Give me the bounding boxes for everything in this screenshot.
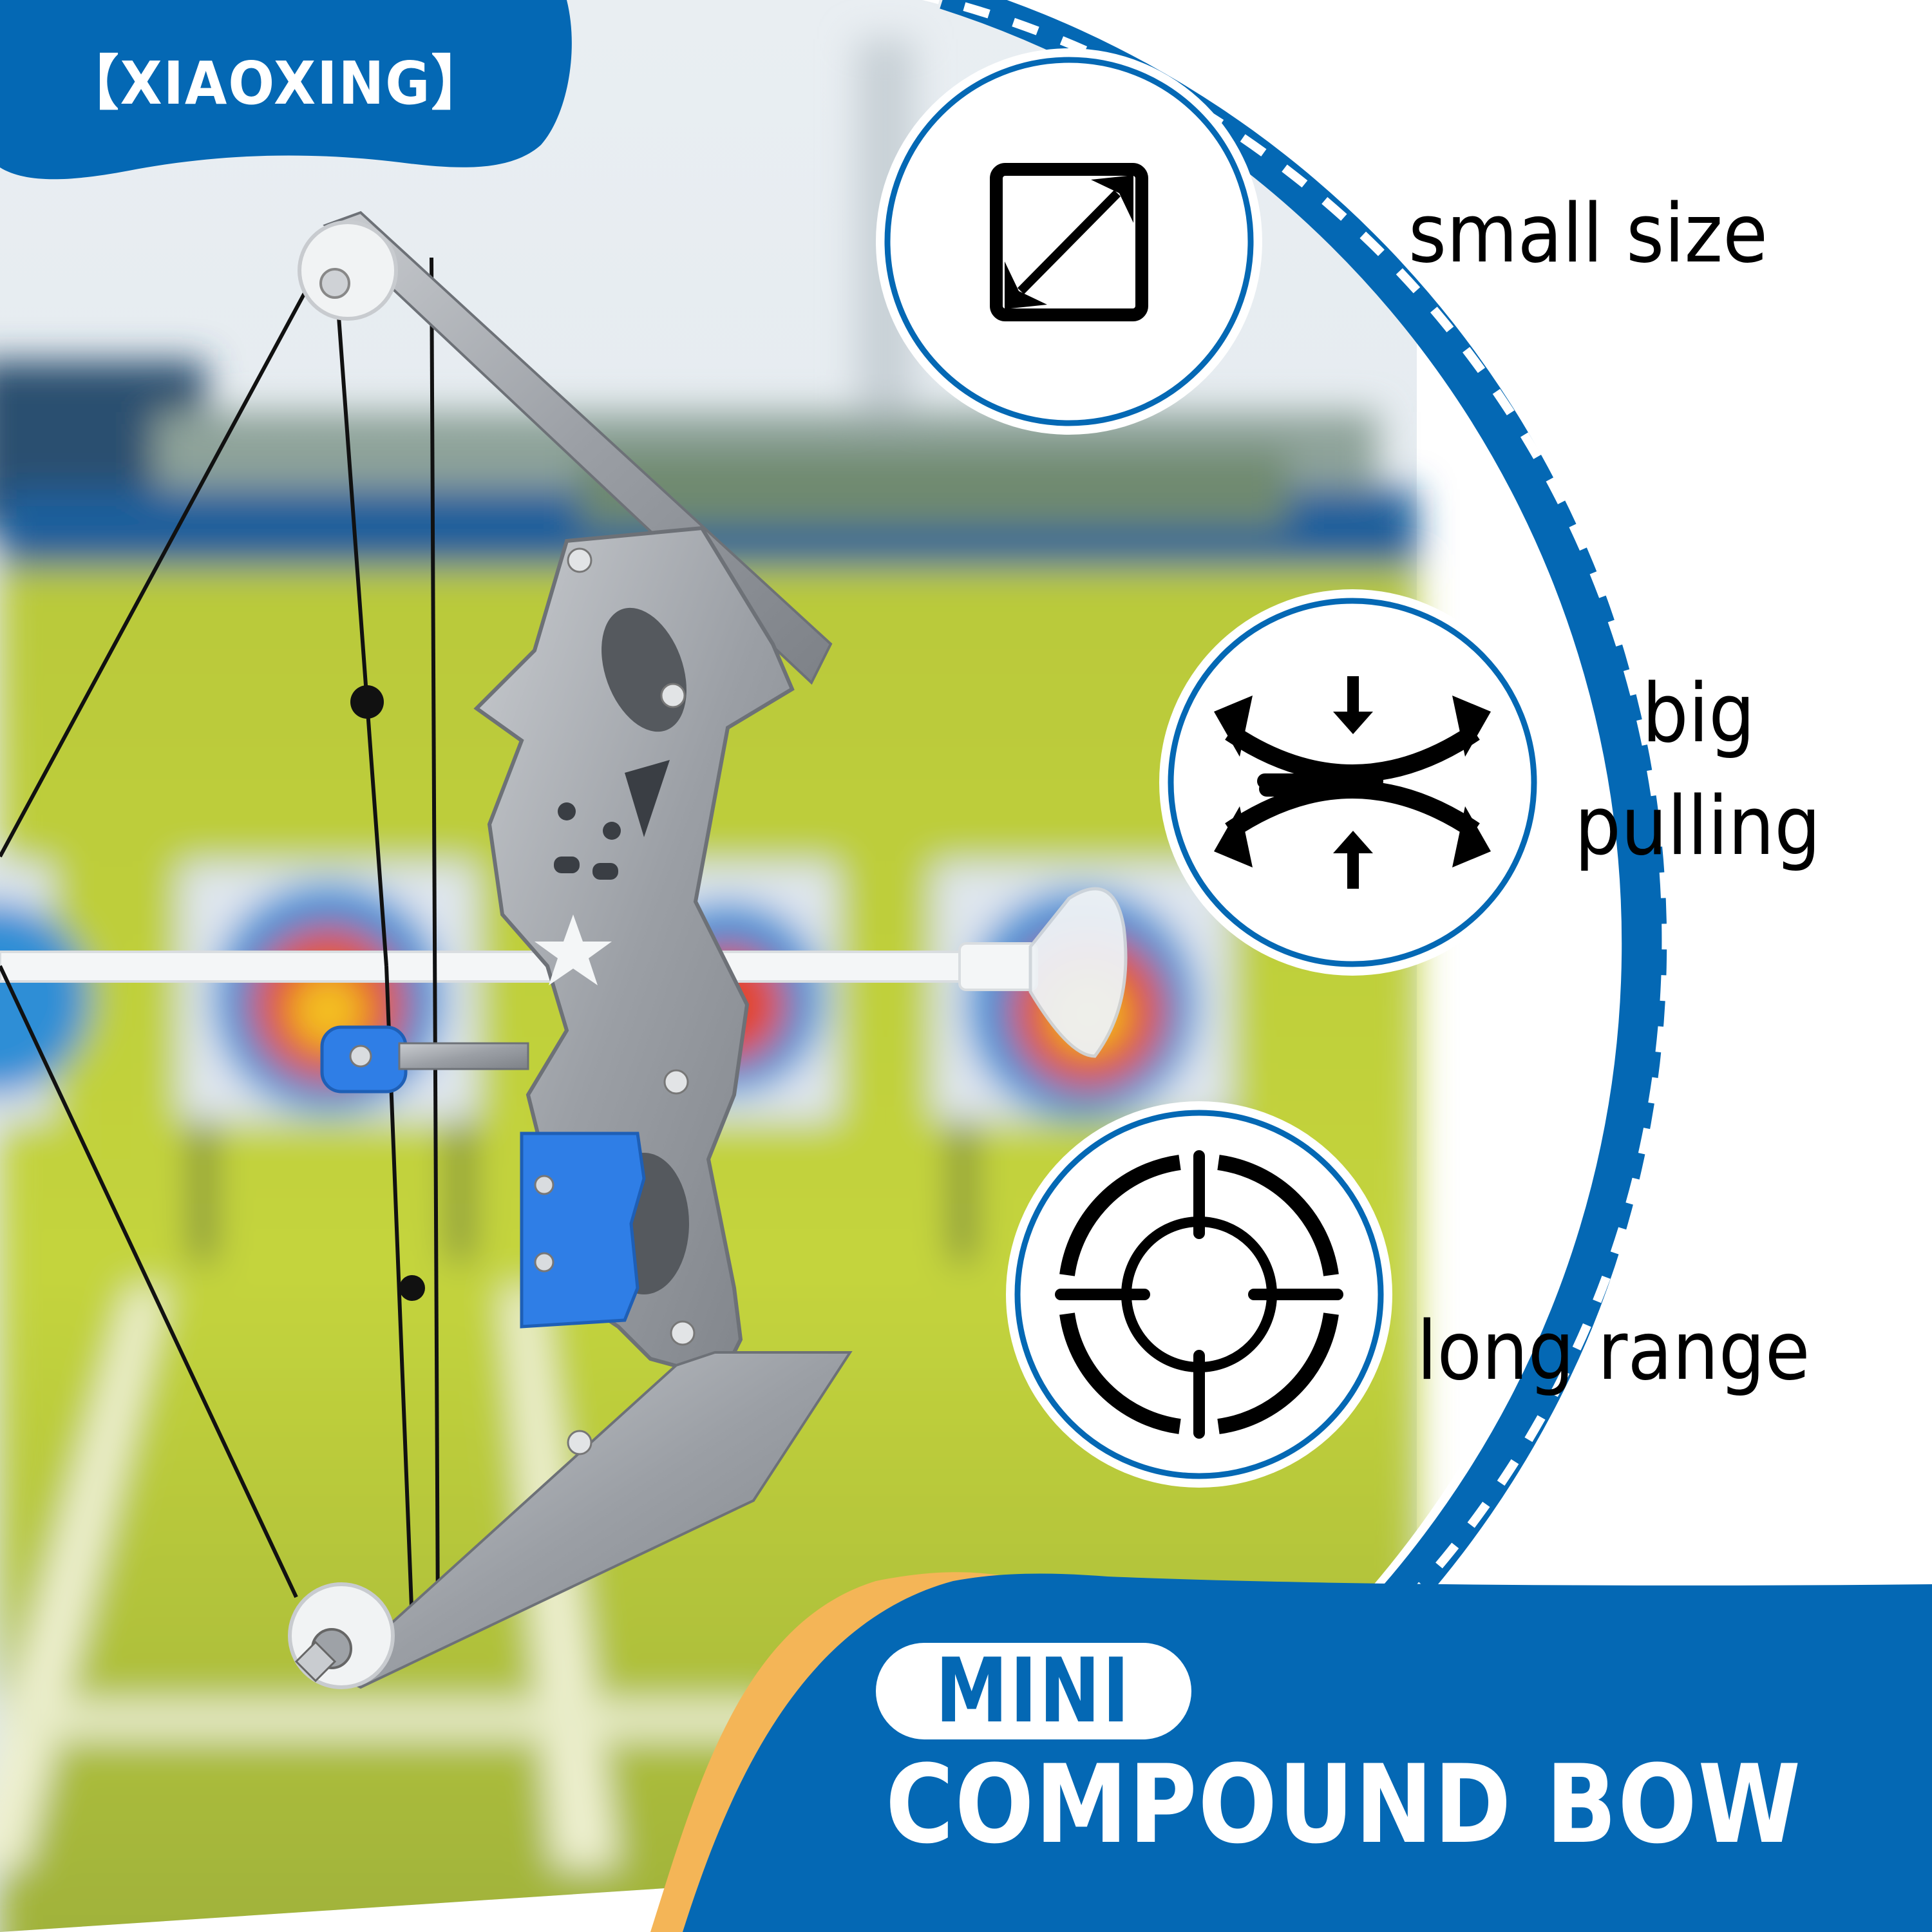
compound-bow bbox=[0, 211, 853, 1689]
badge-small-size bbox=[876, 48, 1262, 435]
mini-badge-text: MINI bbox=[935, 1639, 1132, 1743]
brand-blob bbox=[0, 0, 572, 180]
badge-long-range bbox=[1006, 1101, 1392, 1488]
feature-label-long-range: long range bbox=[1417, 1303, 1810, 1398]
badge-big-pulling bbox=[1159, 589, 1546, 976]
arrow bbox=[0, 887, 1128, 1058]
mini-badge: MINI bbox=[876, 1643, 1191, 1739]
resize-diagonal-icon bbox=[990, 163, 1148, 321]
brand-name: 【XIAOXING】 bbox=[64, 49, 487, 118]
feature-label-big: big bbox=[1642, 666, 1756, 761]
feature-label-small-size: small size bbox=[1408, 186, 1768, 281]
compression-arrows-icon bbox=[1214, 676, 1491, 889]
arc-dashes bbox=[887, 0, 1671, 1898]
feature-label-pulling: pulling bbox=[1575, 779, 1821, 873]
product-title: COMPOUND BOW bbox=[886, 1741, 1802, 1868]
crosshair-icon bbox=[1055, 1150, 1343, 1439]
